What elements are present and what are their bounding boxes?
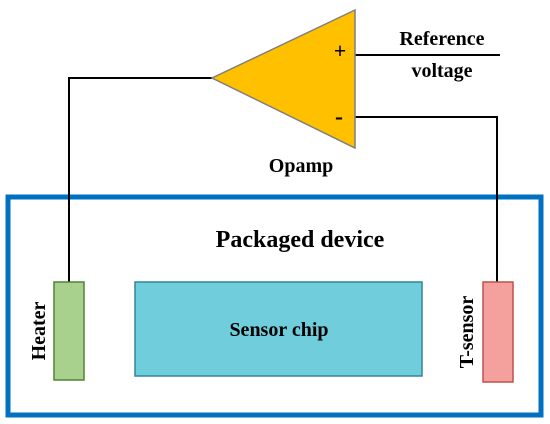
reference-voltage-label-line1: Reference bbox=[399, 28, 484, 50]
heater-label: Heater bbox=[28, 301, 50, 360]
opamp-label: Opamp bbox=[269, 155, 333, 177]
opamp-plus-sign: + bbox=[334, 38, 347, 63]
wire-tsensor-to-opamp-minus bbox=[355, 116, 498, 282]
t-sensor-label: T-sensor bbox=[456, 296, 478, 369]
reference-voltage-label-line2: voltage bbox=[411, 60, 472, 82]
opamp-triangle bbox=[210, 8, 356, 150]
packaged-device-box bbox=[5, 194, 544, 418]
sensor-chip bbox=[134, 281, 423, 377]
opamp-minus-sign: - bbox=[335, 104, 343, 130]
t-sensor-element bbox=[482, 281, 514, 383]
sensor-chip-label: Sensor chip bbox=[229, 319, 328, 341]
heater-element bbox=[53, 281, 85, 381]
wire-opamp-output-to-heater bbox=[68, 77, 212, 282]
packaged-device-label: Packaged device bbox=[216, 227, 385, 253]
